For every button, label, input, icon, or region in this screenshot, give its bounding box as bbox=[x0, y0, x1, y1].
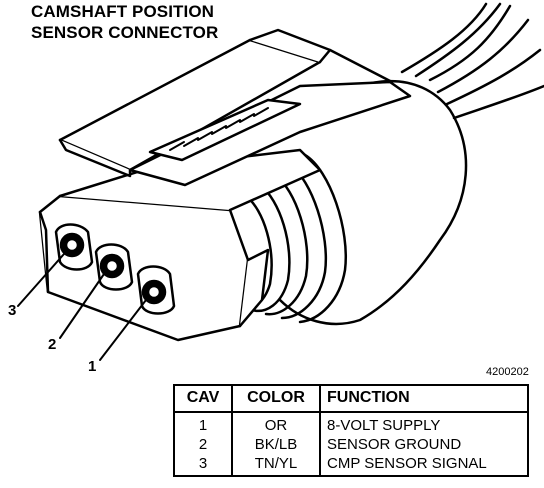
header-function: FUNCTION bbox=[319, 385, 528, 413]
connector-boot bbox=[238, 80, 468, 326]
pin-label-3: 3 bbox=[8, 302, 17, 319]
cell-cav: 3 bbox=[198, 455, 208, 472]
figure-id: 4200202 bbox=[486, 366, 529, 378]
title-line-1: CAMSHAFT POSITION bbox=[31, 2, 215, 21]
title-line-2: SENSOR CONNECTOR bbox=[31, 23, 219, 42]
cell-function: 8-VOLT SUPPLY bbox=[319, 412, 528, 435]
wire-bundle bbox=[400, 2, 544, 120]
pin-label-1: 1 bbox=[88, 358, 97, 375]
cavity-function-table: CAV COLOR FUNCTION 1 OR 8-VOLT SUPPLY 2 … bbox=[173, 384, 529, 477]
table-row: 2 BK/LB SENSOR GROUND bbox=[174, 435, 528, 454]
cell-color: TN/YL bbox=[231, 454, 320, 476]
locking-latch bbox=[58, 28, 412, 187]
header-cav: CAV bbox=[174, 385, 232, 413]
pin-label-2: 2 bbox=[48, 336, 57, 353]
cavity-1 bbox=[136, 265, 176, 315]
cell-color: OR bbox=[231, 412, 320, 435]
cavity-3 bbox=[54, 223, 94, 271]
cell-cav: 1 bbox=[198, 417, 208, 434]
cell-color: BK/LB bbox=[231, 435, 320, 454]
table-row: 1 OR 8-VOLT SUPPLY bbox=[174, 412, 528, 435]
header-color: COLOR bbox=[231, 385, 320, 413]
latch-ridges bbox=[169, 107, 269, 151]
table-header-row: CAV COLOR FUNCTION bbox=[174, 385, 528, 413]
table-row: 3 TN/YL CMP SENSOR SIGNAL bbox=[174, 454, 528, 476]
cell-function: SENSOR GROUND bbox=[319, 435, 528, 454]
cell-function: CMP SENSOR SIGNAL bbox=[319, 454, 528, 476]
leader-lines bbox=[17, 253, 147, 361]
cell-cav: 2 bbox=[198, 436, 208, 453]
cavity-2 bbox=[94, 243, 134, 291]
